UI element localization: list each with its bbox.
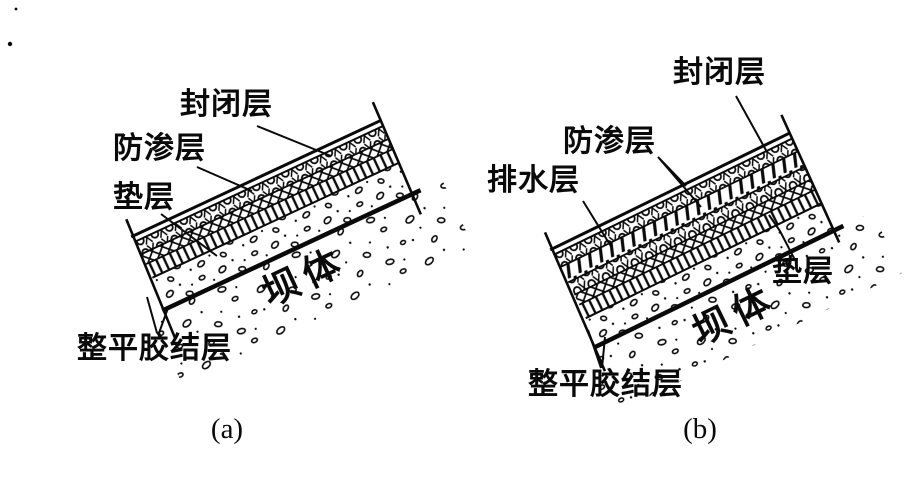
leader-drainage-b (582, 200, 613, 249)
label-sealing-layer-a: 封闭层 (180, 88, 273, 121)
label-cushion-layer-a: 垫层 (113, 181, 175, 214)
impervious-upper-band-b (554, 139, 798, 267)
crosshatch-layer-band-a (141, 139, 393, 265)
label-leveling-binder-layer-a: 整平胶结层 (77, 332, 232, 365)
leader-cushion-b (768, 214, 797, 263)
cushion-layer-band-b (585, 202, 835, 344)
impervious-lower-band-b (568, 166, 811, 295)
panel-b-cross-section: 坝体 (543, 114, 902, 415)
caption-a: (a) (210, 413, 244, 445)
vertical-bar-layer-band-b (579, 189, 823, 319)
leader-impervious-b-fork (657, 156, 702, 208)
scan-speck (14, 7, 18, 11)
dam-body-region-b (582, 211, 902, 415)
leader-leveling-b-fork (587, 329, 606, 369)
drainage-layer-band-b (560, 151, 805, 283)
label-impervious-layer-b: 防渗层 (563, 125, 656, 158)
leader-sealing-b (735, 95, 768, 153)
impervious-layer-band-a (135, 126, 388, 255)
label-drainage-layer-b: 排水层 (487, 164, 580, 197)
cushion-layer-band-a (152, 162, 413, 307)
leader-cushion-a (160, 213, 218, 257)
vertical-bar-layer-band-a (146, 149, 399, 278)
panel-a-cross-section: 坝体 (125, 101, 474, 384)
leader-impervious-a (196, 166, 253, 192)
layer-boundaries-a (130, 118, 422, 313)
scan-speck (7, 41, 13, 47)
label-sealing-layer-b: 封闭层 (673, 56, 766, 89)
crosshatch-layer-band-b (574, 179, 816, 305)
edge-cut-lines-a (125, 101, 423, 339)
leader-lines (146, 95, 797, 369)
caption-b: (b) (683, 413, 717, 445)
leader-sealing-a (256, 125, 332, 157)
label-leveling-binder-layer-b: 整平胶结层 (528, 368, 683, 401)
label-impervious-layer-a: 防渗层 (113, 132, 206, 165)
dam-body-region-a (150, 180, 474, 384)
label-cushion-layer-b: 垫层 (772, 255, 834, 288)
layer-boundaries-b (549, 131, 845, 350)
leader-leveling-a-fork (146, 296, 169, 334)
